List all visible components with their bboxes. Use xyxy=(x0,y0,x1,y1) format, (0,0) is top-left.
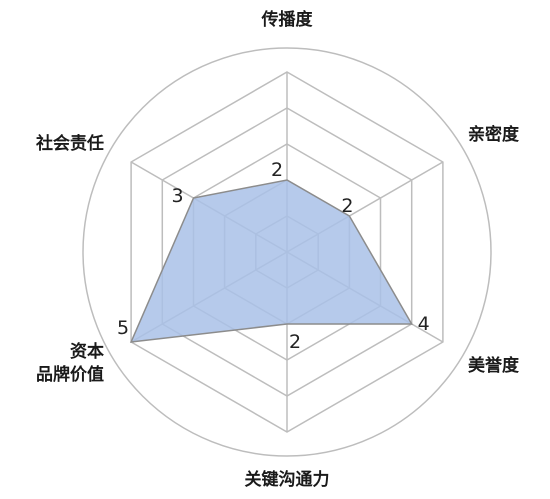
axis-label-0: 传播度 xyxy=(261,9,314,30)
series-area xyxy=(129,179,413,343)
value-label-2: 4 xyxy=(418,313,430,335)
value-label-3: 2 xyxy=(289,331,301,353)
value-labels: 2 2 4 2 5 3 xyxy=(117,159,430,353)
axis-label-3: 关键沟通力 xyxy=(245,469,330,490)
value-label-0: 2 xyxy=(271,159,283,181)
radar-series xyxy=(129,179,413,343)
axis-label-2: 美誉度 xyxy=(468,355,520,376)
value-label-4: 5 xyxy=(117,317,129,339)
value-label-1: 2 xyxy=(341,195,353,217)
axis-label-1: 亲密度 xyxy=(468,124,520,145)
axis-label-4: 资本品牌价值 xyxy=(36,341,104,385)
outer-circle xyxy=(82,47,492,457)
value-label-5: 3 xyxy=(171,185,183,207)
axis-label-5: 社会责任 xyxy=(35,133,104,154)
